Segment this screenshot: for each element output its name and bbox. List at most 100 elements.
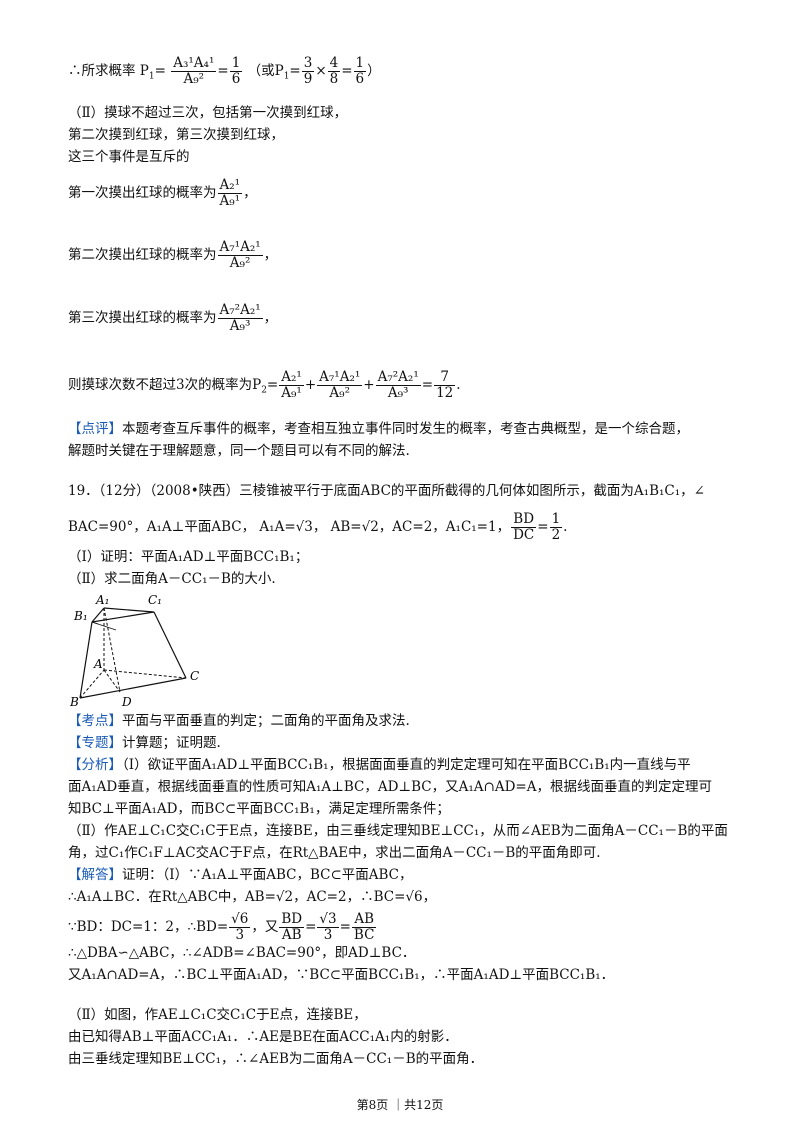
- jieda-tag: 【解答】: [68, 867, 122, 883]
- equals: =: [339, 919, 351, 935]
- numerator: 3: [301, 55, 315, 72]
- denominator: 9: [303, 71, 313, 87]
- denominator: 12: [436, 385, 454, 401]
- denominator: 6: [231, 71, 241, 87]
- symbol-sub: 1: [148, 71, 155, 82]
- denominator: 6: [355, 71, 365, 87]
- question-19-heading: 19．（12分）（2008•陕西）三棱锥被平行于底面ABC的平面所截得的几何体如…: [68, 483, 705, 499]
- denominator: 2: [551, 527, 561, 543]
- label-a1: A₁: [95, 593, 109, 607]
- label-b: B: [69, 695, 79, 709]
- punct: ，: [263, 310, 278, 326]
- jieda-line-4: ∴△DBA∽△ABC，∴∠ADB=∠BAC=90°，即AD⊥BC．: [68, 945, 416, 961]
- jieda-line-6: （Ⅱ）如图，作AE⊥C₁C交C₁C于E点，连接BE，: [68, 1007, 367, 1023]
- denominator: A₉¹: [219, 193, 241, 209]
- numerator: 7: [434, 370, 456, 386]
- punct: .: [563, 519, 568, 535]
- kaodian-line: 【考点】平面与平面垂直的判定；二面角的平面角及求法.: [68, 712, 410, 730]
- equals: =: [266, 377, 279, 393]
- text-line: 这三个事件是互斥的: [68, 149, 190, 165]
- cond-text: AB=√2，AC=2，A₁C₁=1，: [330, 519, 511, 535]
- denominator: 3: [235, 927, 245, 943]
- edge-b-a: [79, 669, 105, 699]
- comment-text: 本题考查互斥事件的概率，考查相互独立事件同时发生的概率，考查古典概型，是一个综合…: [122, 421, 689, 437]
- numerator: √3: [317, 911, 339, 928]
- text: ∵BD：DC=1：2，∴: [68, 919, 197, 935]
- frustum-figure: A₁ C₁ B₁ A C B D: [69, 593, 199, 709]
- comment-tag: 【点评】: [68, 421, 122, 437]
- symbol-p: P: [139, 63, 149, 79]
- kaodian-text: 平面与平面垂直的判定；二面角的平面角及求法.: [122, 713, 410, 729]
- denominator: 8: [329, 71, 339, 87]
- denominator: A₉²: [329, 385, 350, 401]
- numerator: AB: [351, 912, 377, 928]
- equals: =: [421, 377, 434, 393]
- jieda-line-2: ∴A₁A⊥BC．在Rt△ABC中，AB=√2，AC=2，∴BC=√6，: [68, 889, 437, 905]
- label-b1: B₁: [73, 609, 88, 623]
- numerator: 1: [353, 55, 367, 72]
- edge-a-c: [103, 669, 187, 679]
- numerator: A₇¹A₂¹: [317, 369, 363, 386]
- fenxi-line-1: 【分析】（Ⅰ）欲证平面A₁AD⊥平面BCC₁B₁，根据面面垂直的判定定理可知在平…: [68, 756, 691, 774]
- label-d: D: [121, 695, 132, 709]
- question-19-part-1: （Ⅰ）证明：平面A₁AD⊥平面BCC₁B₁；: [68, 549, 309, 565]
- denominator: 3: [323, 927, 333, 943]
- kaodian-tag: 【考点】: [68, 713, 122, 729]
- denominator: A₉³: [387, 385, 409, 401]
- hatch-2: [91, 621, 99, 625]
- alt-close: ）: [367, 63, 381, 79]
- numerator: A₂¹: [279, 369, 304, 386]
- edge-a1-d: [103, 607, 121, 693]
- numerator: BD: [511, 512, 537, 528]
- zhuanti-text: 计算题；证明题.: [122, 735, 221, 751]
- fenxi-line-2: 面A₁AD垂直，根据线面垂直的性质可知A₁A⊥BC，AD⊥BC，又A₁A∩AD=…: [68, 779, 712, 795]
- plus: +: [363, 377, 375, 393]
- fenxi-text: （Ⅰ）欲证平面A₁AD⊥平面BCC₁B₁，根据面面垂直的判定定理可知在平面BCC…: [122, 757, 691, 773]
- jieda-line-7: 由已知得AB⊥平面ACC₁A₁．∴AE是BE在面ACC₁A₁内的射影．: [68, 1029, 458, 1045]
- denominator: A₉³: [229, 318, 251, 334]
- edge-b1-b: [79, 621, 93, 699]
- text-line: （Ⅱ）摸球不超过三次，包括第一次摸到红球，: [68, 105, 348, 121]
- alt-open: （或P: [247, 63, 284, 79]
- numerator: A₇²A₂¹: [375, 369, 421, 386]
- cond-text: A₁A=√3，: [259, 519, 327, 535]
- punct: .: [456, 377, 461, 393]
- numerator: A₂¹: [217, 177, 243, 194]
- edge-a1-b1: [91, 607, 105, 623]
- times: ×: [315, 63, 327, 79]
- jieda-line-5: 又A₁A∩AD=A，∴BC⊥平面A₁AD，∵BC⊂平面BCC₁B₁，∴平面A₁A…: [68, 967, 615, 983]
- comment-line-2: 解题时关键在于理解题意，同一个题目可以有不同的解法.: [68, 443, 410, 459]
- text: 则摸球次数不超过3次的概率为: [68, 377, 253, 393]
- text: 第一次摸出红球的概率为: [68, 185, 217, 201]
- punct: ，: [243, 185, 257, 201]
- text: BD=: [196, 919, 229, 935]
- equals: =: [537, 519, 549, 535]
- edge-b-c: [79, 677, 187, 699]
- fenxi-line-5: 角，过C₁作C₁F⊥AC交AC于F点，在Rt△BAE中，求出二面角A－CC₁－B…: [68, 845, 601, 861]
- text-prefix: ∴所求概率: [68, 63, 136, 79]
- denominator: AB: [281, 927, 302, 943]
- fenxi-tag: 【分析】: [68, 757, 122, 773]
- denominator: DC: [513, 527, 535, 543]
- equals: =: [154, 63, 166, 79]
- denominator: A₉²: [183, 71, 205, 87]
- page-footer: 第8页 ｜共12页: [356, 1098, 444, 1112]
- symbol-sub: 2: [261, 385, 267, 396]
- punct: ，: [263, 247, 278, 263]
- denominator: BC: [353, 927, 375, 943]
